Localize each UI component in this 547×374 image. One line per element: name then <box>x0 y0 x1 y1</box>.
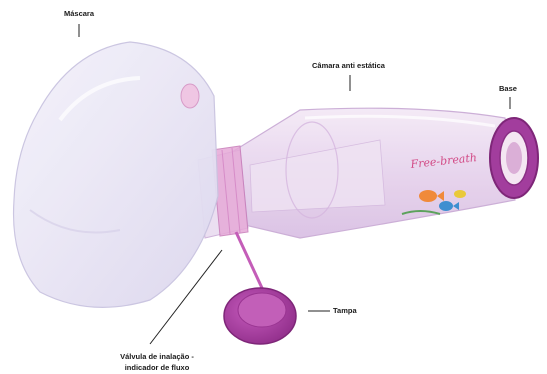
label-tampa: Tampa <box>333 307 357 315</box>
label-base: Base <box>499 85 517 93</box>
cap <box>224 288 296 344</box>
label-valvula-line1: Válvula de inalação - <box>102 352 212 363</box>
label-valvula-line2: indicador de fluxo <box>102 363 212 374</box>
label-valvula: Válvula de inalação - indicador de fluxo <box>102 352 212 374</box>
cap-tether <box>236 232 262 288</box>
mask-vent <box>181 84 199 108</box>
label-camara: Câmara anti estática <box>312 62 385 70</box>
label-mascara: Máscara <box>64 10 94 18</box>
